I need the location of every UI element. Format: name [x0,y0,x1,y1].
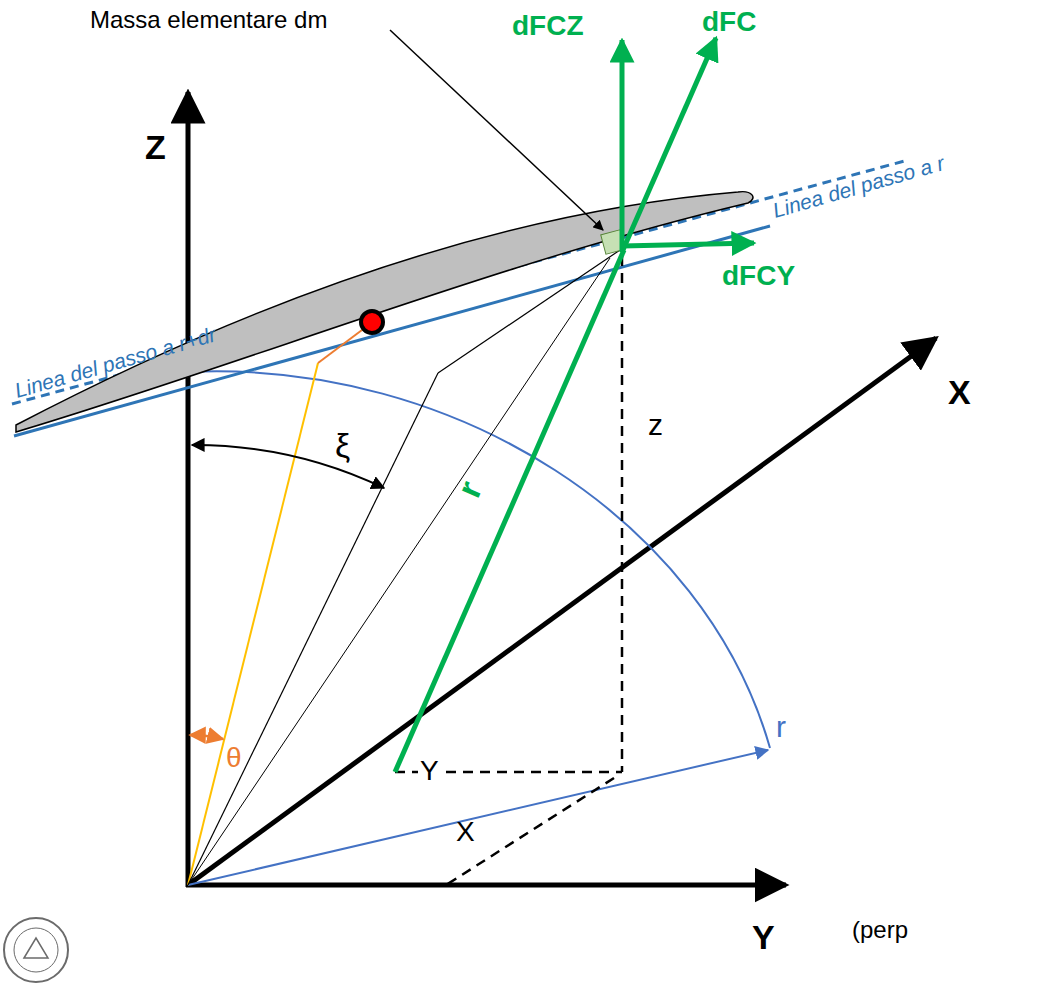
angle-label: θ [226,744,242,772]
force-total [622,38,716,252]
radius-label: r [776,712,786,742]
radius-line [188,750,768,885]
z-axis [186,92,191,887]
radius-label: r [451,476,487,502]
x-projection [446,778,614,885]
dm-ray [188,258,610,885]
blade-centroid [361,311,383,333]
dimension-label: X [456,818,475,846]
xi-link [438,250,620,373]
theta-link [318,327,366,363]
radius-vector [395,250,624,772]
blade-section [16,192,753,432]
force-label: dFCZ [512,12,584,40]
radius-arc [188,371,770,748]
axis-label: Y [752,920,775,954]
dimension-label: z [648,410,663,440]
force-y [622,243,754,246]
theta-ray [188,363,318,885]
axis-label: X [948,375,971,409]
x-axis [188,338,936,885]
force-z [620,40,625,252]
theta-arc [190,735,223,739]
force-label: dFCY [722,262,795,290]
pitch-line-label: Linea del passo a r [770,152,946,221]
force-label: dFC [702,8,756,36]
dimension-label: Y [418,757,441,785]
angle-label: ξ [335,428,350,462]
callout-label: Massa elementare dm [90,8,327,32]
axis-label: Z [145,130,166,164]
pitch-line-r [14,226,770,436]
xi-arc [192,445,384,488]
note-label: (perp [852,918,908,942]
xi-ray [188,373,438,885]
z-projection [621,256,624,772]
y-axis [186,883,786,888]
callout-leader [390,30,603,230]
university-seal [4,918,68,982]
